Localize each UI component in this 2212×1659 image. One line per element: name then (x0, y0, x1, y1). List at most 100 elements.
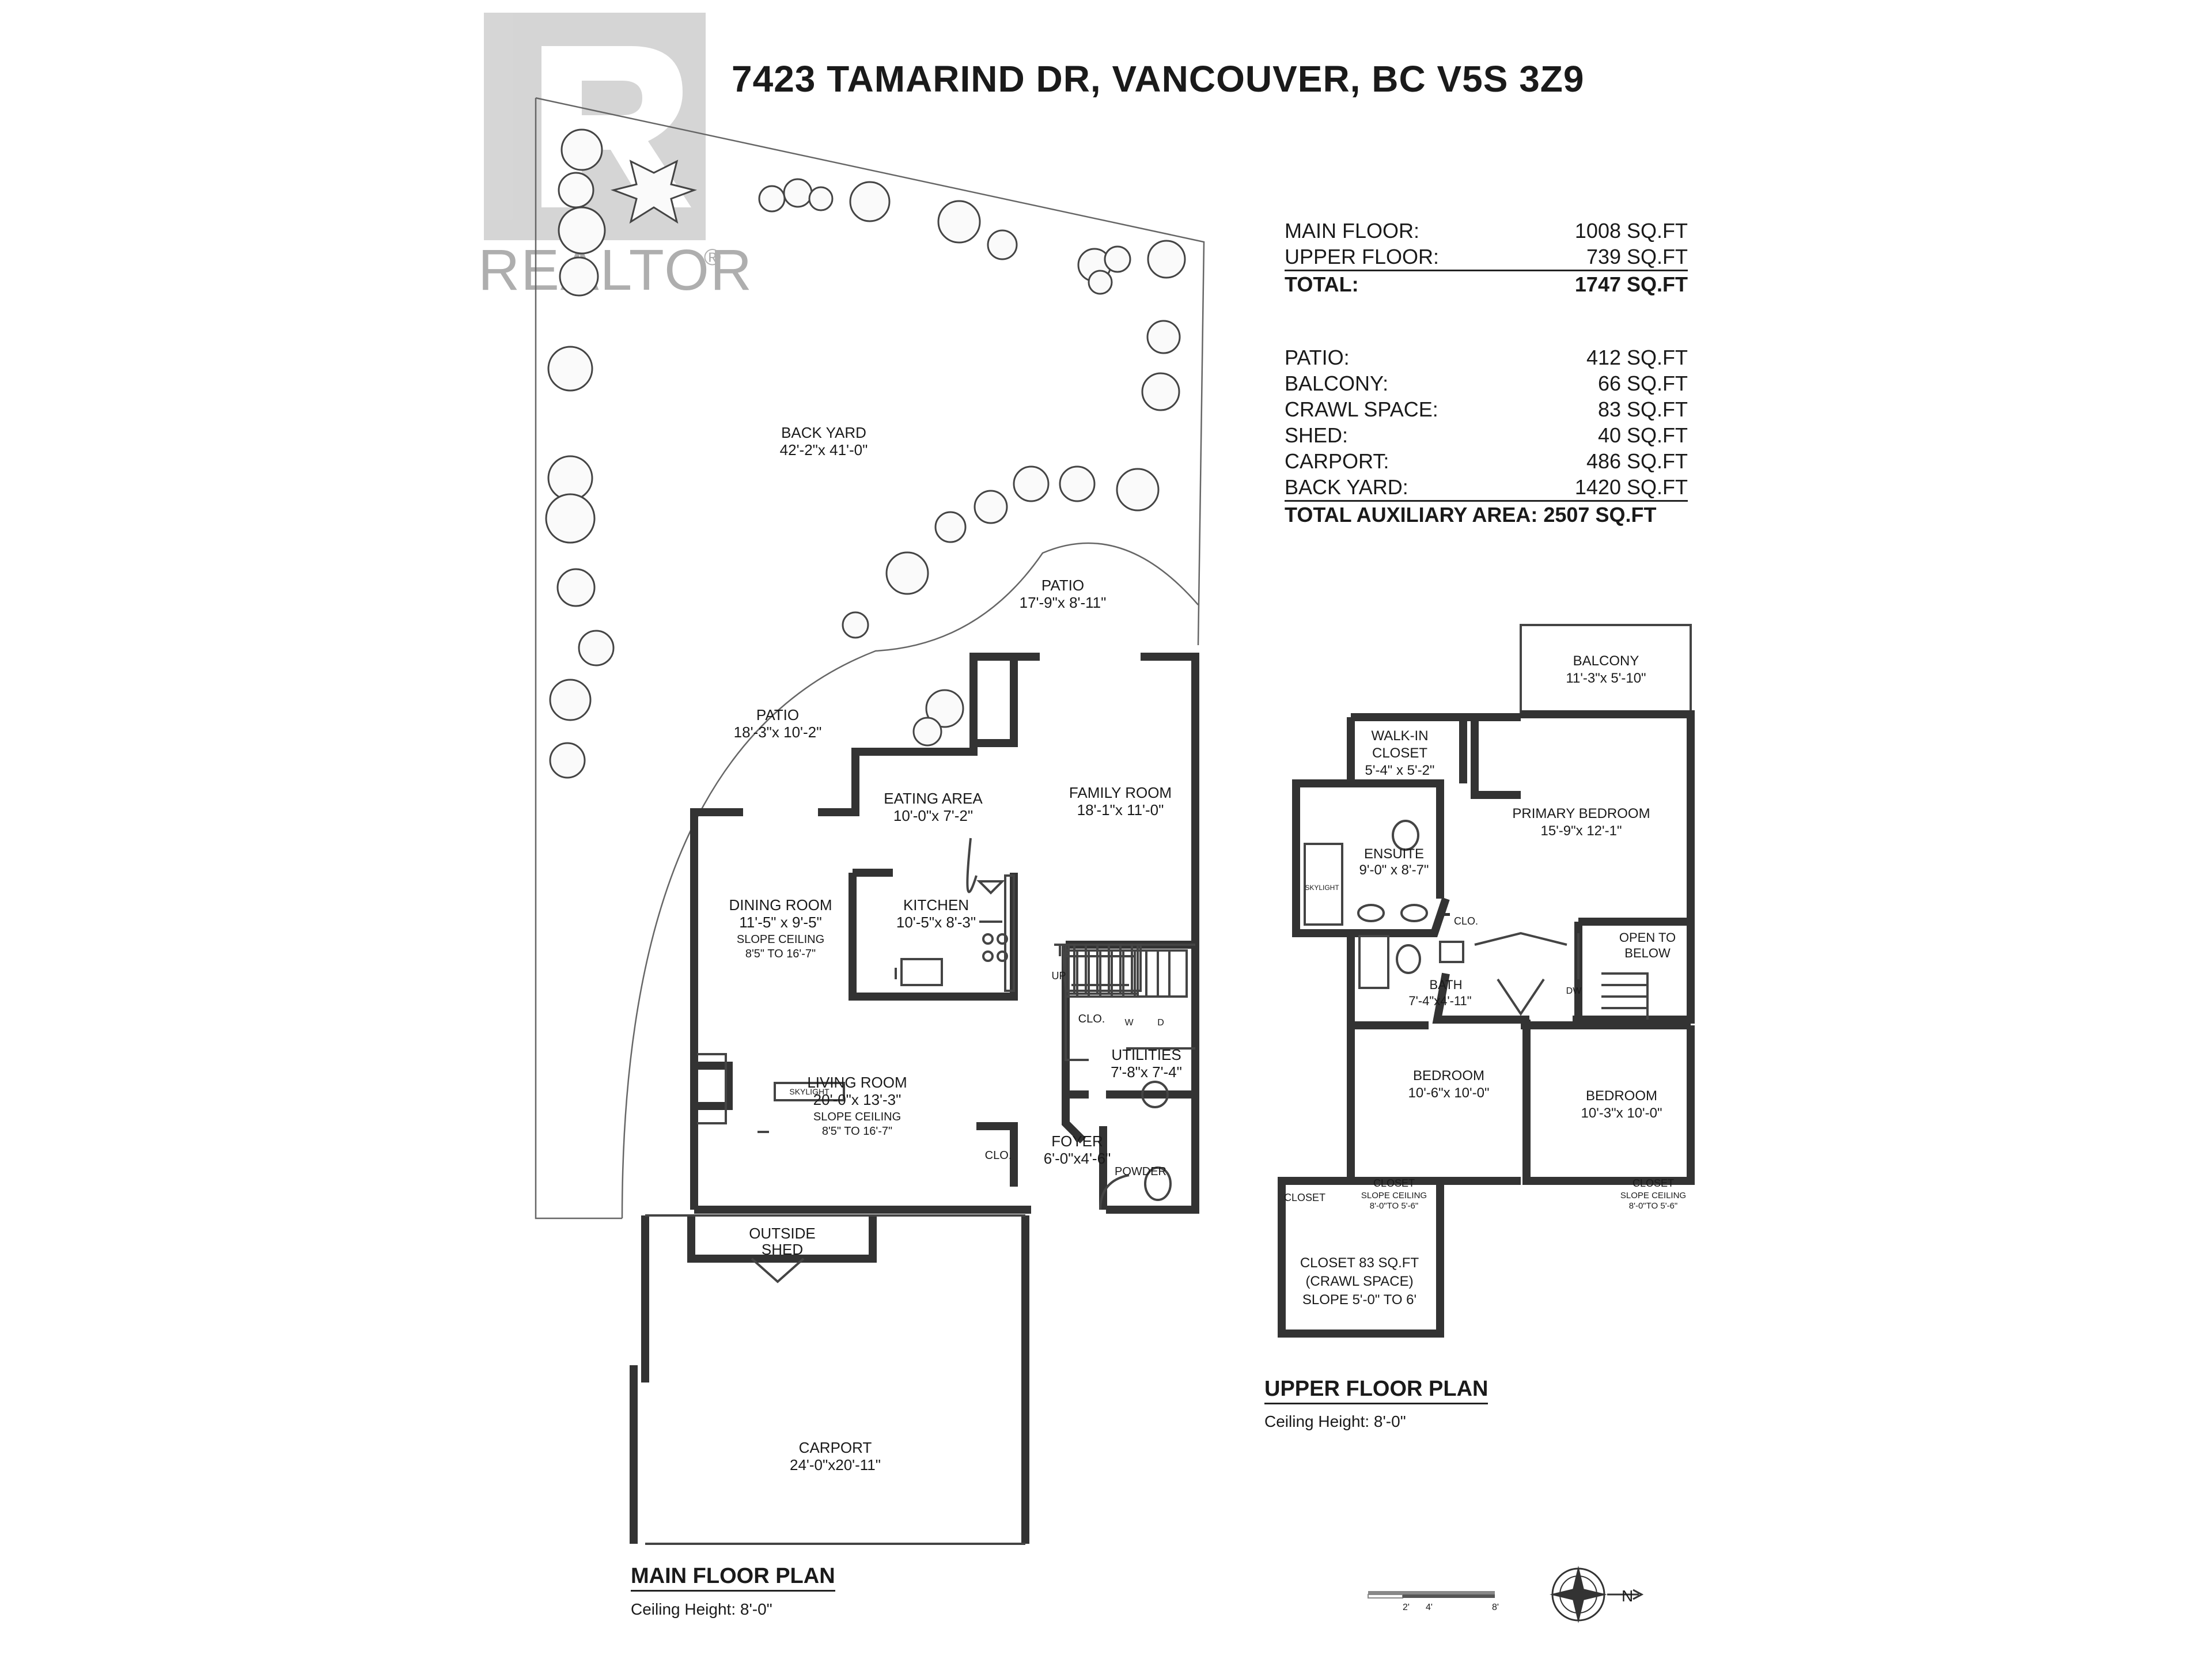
room-note-slope: SLOPE CEILING (813, 1111, 901, 1123)
room-dims-dining-room: 11'-5" x 9'-5" (739, 914, 822, 931)
flower-icon (549, 679, 592, 721)
area-value: 1008 SQ.FT (1574, 219, 1688, 243)
washer-label: W (1124, 1018, 1134, 1028)
aux-row-balcony: BALCONY: 66 SQ.FT (1285, 370, 1688, 396)
area-label: SHED: (1285, 423, 1349, 447)
tree-icon (558, 172, 594, 209)
area-value: 83 SQ.FT (1597, 397, 1688, 421)
closet-note-slope: SLOPE CEILING (1620, 1191, 1686, 1200)
shrub-icon (808, 186, 834, 211)
tree-icon (545, 493, 596, 544)
area-value: 1747 SQ.FT (1574, 272, 1688, 296)
balcony-rail (1520, 624, 1692, 714)
room-label-eating-area: EATING AREA (884, 790, 983, 807)
dryer-label: D (1157, 1018, 1164, 1028)
main-stairs (1065, 949, 1188, 998)
fern-icon (974, 490, 1008, 524)
room-label-shed: OUTSIDE (749, 1225, 816, 1242)
shrub-icon (925, 689, 964, 728)
tree-icon (559, 256, 599, 297)
main-floor-fixtures (645, 838, 1195, 1545)
sink-icon (1357, 904, 1385, 922)
aux-row-patio: PATIO: 412 SQ.FT (1285, 344, 1688, 370)
crawl-space-slope: SLOPE 5'-0" TO 6' (1302, 1292, 1416, 1308)
crawl-space-label: CLOSET 83 SQ.FT (1300, 1255, 1419, 1271)
room-dims-bedroom: 10'-6"x 10'-0" (1408, 1085, 1490, 1101)
tree-icon (547, 346, 593, 392)
area-label: UPPER FLOOR: (1285, 245, 1440, 268)
area-label: PATIO: (1285, 346, 1350, 369)
skylight-label: SKYLIGHT (1305, 884, 1339, 892)
property-line (535, 97, 1205, 1219)
upper-floor-ceiling-height: Ceiling Height: 8'-0" (1264, 1412, 1406, 1430)
open-to-below-label: OPEN TO (1619, 930, 1676, 945)
fern-icon (912, 717, 942, 747)
room-label-ensuite: ENSUITE (1364, 846, 1424, 862)
room-label-living-room: LIVING ROOM (807, 1074, 907, 1091)
dishwasher-label: DW (1566, 986, 1582, 996)
room-dims-family-room: 18'-1"x 11'-0" (1077, 801, 1164, 819)
room-dims-utilities: 7'-8"x 7'-4" (1111, 1063, 1182, 1081)
toilet-icon (1392, 820, 1419, 851)
crawl-space-label: (CRAWL SPACE) (1305, 1274, 1413, 1289)
tree-icon (1141, 372, 1180, 411)
scale-bar: 2' 4' 8' (1368, 1591, 1499, 1612)
fern-icon (934, 511, 967, 543)
area-label: BALCONY: (1285, 372, 1389, 395)
open-to-below-label: BELOW (1624, 946, 1671, 960)
room-dims-ensuite: 9'-0" x 8'-7" (1359, 862, 1429, 878)
compass-icon: N (1550, 1566, 1644, 1623)
upper-floor-plan-title: UPPER FLOOR PLAN (1264, 1377, 1488, 1404)
fern-icon (1146, 320, 1181, 354)
fern-icon (1059, 465, 1096, 502)
room-label-shed: SHED (762, 1241, 803, 1258)
closet-label: CLOSET (1373, 1177, 1415, 1189)
patio-boundary (621, 542, 1199, 1219)
aux-row-back-yard: BACK YARD: 1420 SQ.FT (1285, 474, 1688, 502)
tree-icon (1147, 240, 1186, 279)
fern-icon (1013, 465, 1050, 502)
shed-door (751, 1257, 805, 1283)
shrub-icon (783, 178, 813, 208)
main-floor-plan-title: MAIN FLOOR PLAN (631, 1564, 835, 1592)
bathtub-icon (1304, 843, 1343, 926)
room-dims-foyer: 6'-0"x4'-6" (1044, 1150, 1111, 1167)
tree-icon (937, 200, 981, 244)
area-value: 66 SQ.FT (1597, 372, 1688, 395)
aux-row-crawl-space: CRAWL SPACE: 83 SQ.FT (1285, 396, 1688, 422)
scale-tick: 8' (1492, 1603, 1499, 1612)
property-address: 7423 TAMARIND DR, VANCOUVER, BC V5S 3Z9 (732, 58, 1585, 100)
stove-counter (1004, 874, 1015, 992)
closet-label: CLO. (985, 1149, 1012, 1162)
foyer-door (1099, 1174, 1130, 1210)
area-row-upper-floor: UPPER FLOOR: 739 SQ.FT (1285, 244, 1688, 271)
palm-icon (610, 160, 698, 224)
room-dims-kitchen: 10'-5"x 8'-3" (896, 914, 976, 931)
closet-note-slope: SLOPE CEILING (1361, 1191, 1427, 1200)
upper-stairs (1601, 972, 1649, 1020)
tree-icon (560, 128, 603, 171)
tree-icon (849, 181, 891, 222)
scale-tick: 2' (1403, 1603, 1410, 1612)
landscaping (545, 128, 1186, 779)
scale-tick: 4' (1426, 1603, 1433, 1612)
room-dims-back-yard: 42'-2"x 41'-0" (780, 441, 868, 459)
area-label: TOTAL: (1285, 272, 1359, 296)
area-label: MAIN FLOOR: (1285, 219, 1420, 243)
room-dims-bath: 7'-4"x4'-11" (1408, 994, 1471, 1008)
room-dims-primary-bedroom: 15'-9"x 12'-1" (1541, 823, 1622, 839)
room-label-walk-in-closet: CLOSET (1372, 745, 1427, 761)
shrub-icon (558, 206, 606, 255)
area-total-auxiliary: TOTAL AUXILIARY AREA: 2507 SQ.FT (1285, 503, 1657, 527)
shrub-icon (758, 185, 786, 213)
aux-row-carport: CARPORT: 486 SQ.FT (1285, 448, 1688, 474)
range-icon (900, 958, 943, 986)
room-dims-walk-in-closet: 5'-4" x 5'-2" (1365, 763, 1435, 778)
room-note-height: 8'5" TO 16'-7" (745, 948, 816, 960)
tree-icon (556, 568, 596, 607)
room-label-kitchen: KITCHEN (903, 896, 969, 914)
room-dims-patio: 17'-9"x 8'-11" (1020, 594, 1107, 611)
room-dims-eating-area: 10'-0"x 7'-2" (893, 807, 973, 824)
room-label-foyer: FOYER (1051, 1132, 1103, 1150)
